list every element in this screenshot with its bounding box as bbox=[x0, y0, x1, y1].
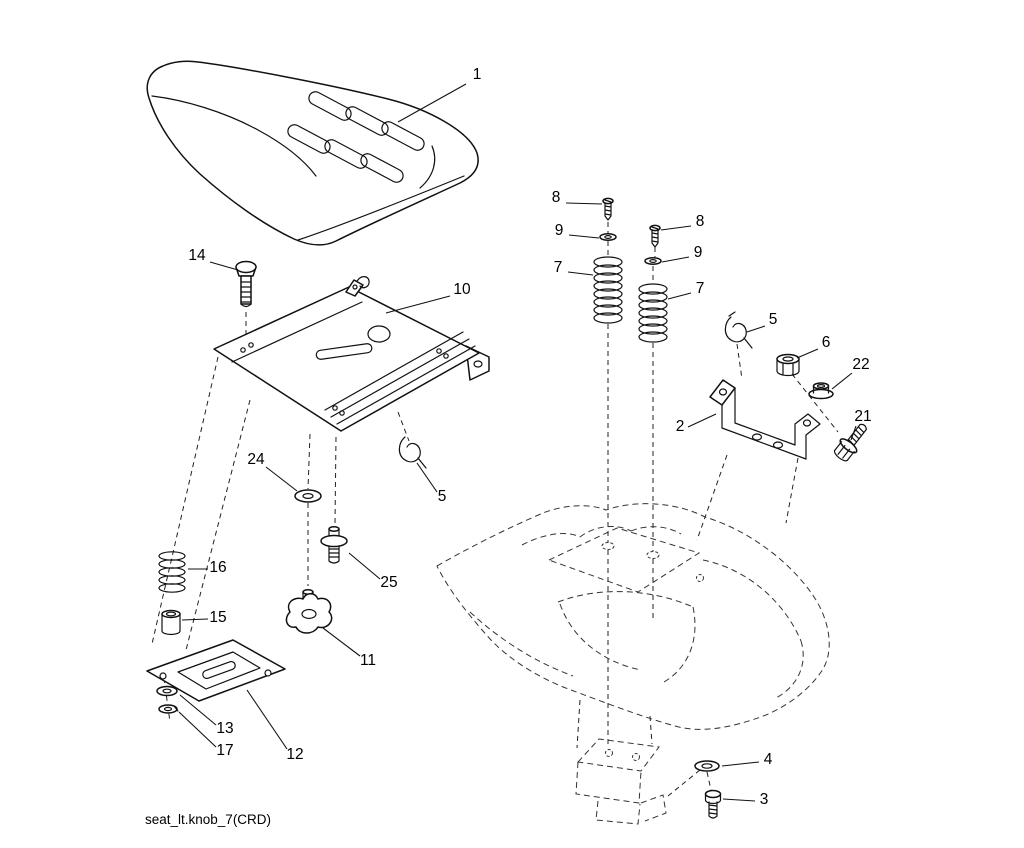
part-screw-8-left bbox=[602, 197, 614, 221]
part-washer-13 bbox=[156, 685, 178, 697]
callout-9-right: 9 bbox=[694, 244, 703, 261]
part-spring-16 bbox=[158, 551, 186, 593]
part-screw-8-right bbox=[649, 224, 661, 248]
part-washer-4 bbox=[694, 760, 720, 772]
callout-leader-lines bbox=[178, 83, 857, 802]
assembly-alignment-lines bbox=[151, 222, 839, 797]
callout-16: 16 bbox=[209, 559, 226, 576]
callout-8-left: 8 bbox=[552, 189, 561, 206]
part-shoulder-screw-25 bbox=[320, 526, 348, 564]
part-washer-9-left bbox=[599, 233, 617, 241]
part-spring-7-right bbox=[638, 283, 668, 343]
callout-21: 21 bbox=[854, 408, 871, 425]
callout-25: 25 bbox=[380, 574, 397, 591]
lower-mounting-bracket-outline bbox=[575, 738, 667, 825]
fender-spring-hole-right bbox=[646, 551, 660, 559]
callout-5-left: 5 bbox=[438, 488, 447, 505]
part-clip-5-right bbox=[724, 311, 753, 349]
callout-6: 6 bbox=[822, 334, 831, 351]
part-shoulder-bolt-14 bbox=[235, 260, 257, 308]
part-knob-11 bbox=[285, 589, 333, 634]
callout-15: 15 bbox=[209, 609, 226, 626]
part-flange-nut-22 bbox=[808, 382, 834, 400]
part-seat bbox=[146, 60, 479, 246]
callout-7-left: 7 bbox=[554, 259, 563, 276]
part-lock-washer-17 bbox=[158, 704, 179, 714]
callout-1: 1 bbox=[473, 66, 482, 83]
callout-3: 3 bbox=[760, 791, 769, 808]
part-bushing-15 bbox=[161, 609, 181, 636]
callout-8-right: 8 bbox=[696, 213, 705, 230]
callout-5-right: 5 bbox=[769, 311, 778, 328]
seat-vent-slots bbox=[287, 91, 425, 183]
part-screw-3 bbox=[704, 789, 722, 819]
part-seat-bracket-2 bbox=[709, 379, 821, 460]
part-bolt-21 bbox=[833, 423, 867, 462]
figure-caption: seat_lt.knob_7(CRD) bbox=[145, 812, 271, 827]
callout-22: 22 bbox=[852, 356, 869, 373]
callout-2: 2 bbox=[676, 418, 685, 435]
part-spring-7-left bbox=[593, 256, 623, 324]
callout-labels: 1 14 10 8 9 7 8 9 7 5 6 22 21 2 24 5 16 … bbox=[188, 66, 871, 808]
part-washer-9-right bbox=[644, 257, 662, 265]
fender-spring-hole-left bbox=[601, 542, 615, 550]
fender-hidden-outline bbox=[436, 503, 830, 730]
callout-11: 11 bbox=[360, 652, 376, 669]
callout-17: 17 bbox=[216, 742, 233, 759]
callout-7-right: 7 bbox=[696, 280, 705, 297]
part-hex-nut-6 bbox=[776, 353, 800, 377]
part-seat-pan bbox=[213, 276, 490, 432]
part-adjustment-plate-12 bbox=[146, 639, 286, 702]
callout-12: 12 bbox=[286, 746, 303, 763]
callout-24: 24 bbox=[247, 451, 265, 468]
callout-10: 10 bbox=[453, 281, 471, 298]
part-clip-5-left bbox=[398, 436, 427, 469]
part-washer-24 bbox=[294, 489, 322, 503]
callout-14: 14 bbox=[188, 247, 206, 264]
callout-4: 4 bbox=[764, 751, 773, 768]
callout-13: 13 bbox=[216, 720, 233, 737]
callout-9-left: 9 bbox=[555, 222, 564, 239]
